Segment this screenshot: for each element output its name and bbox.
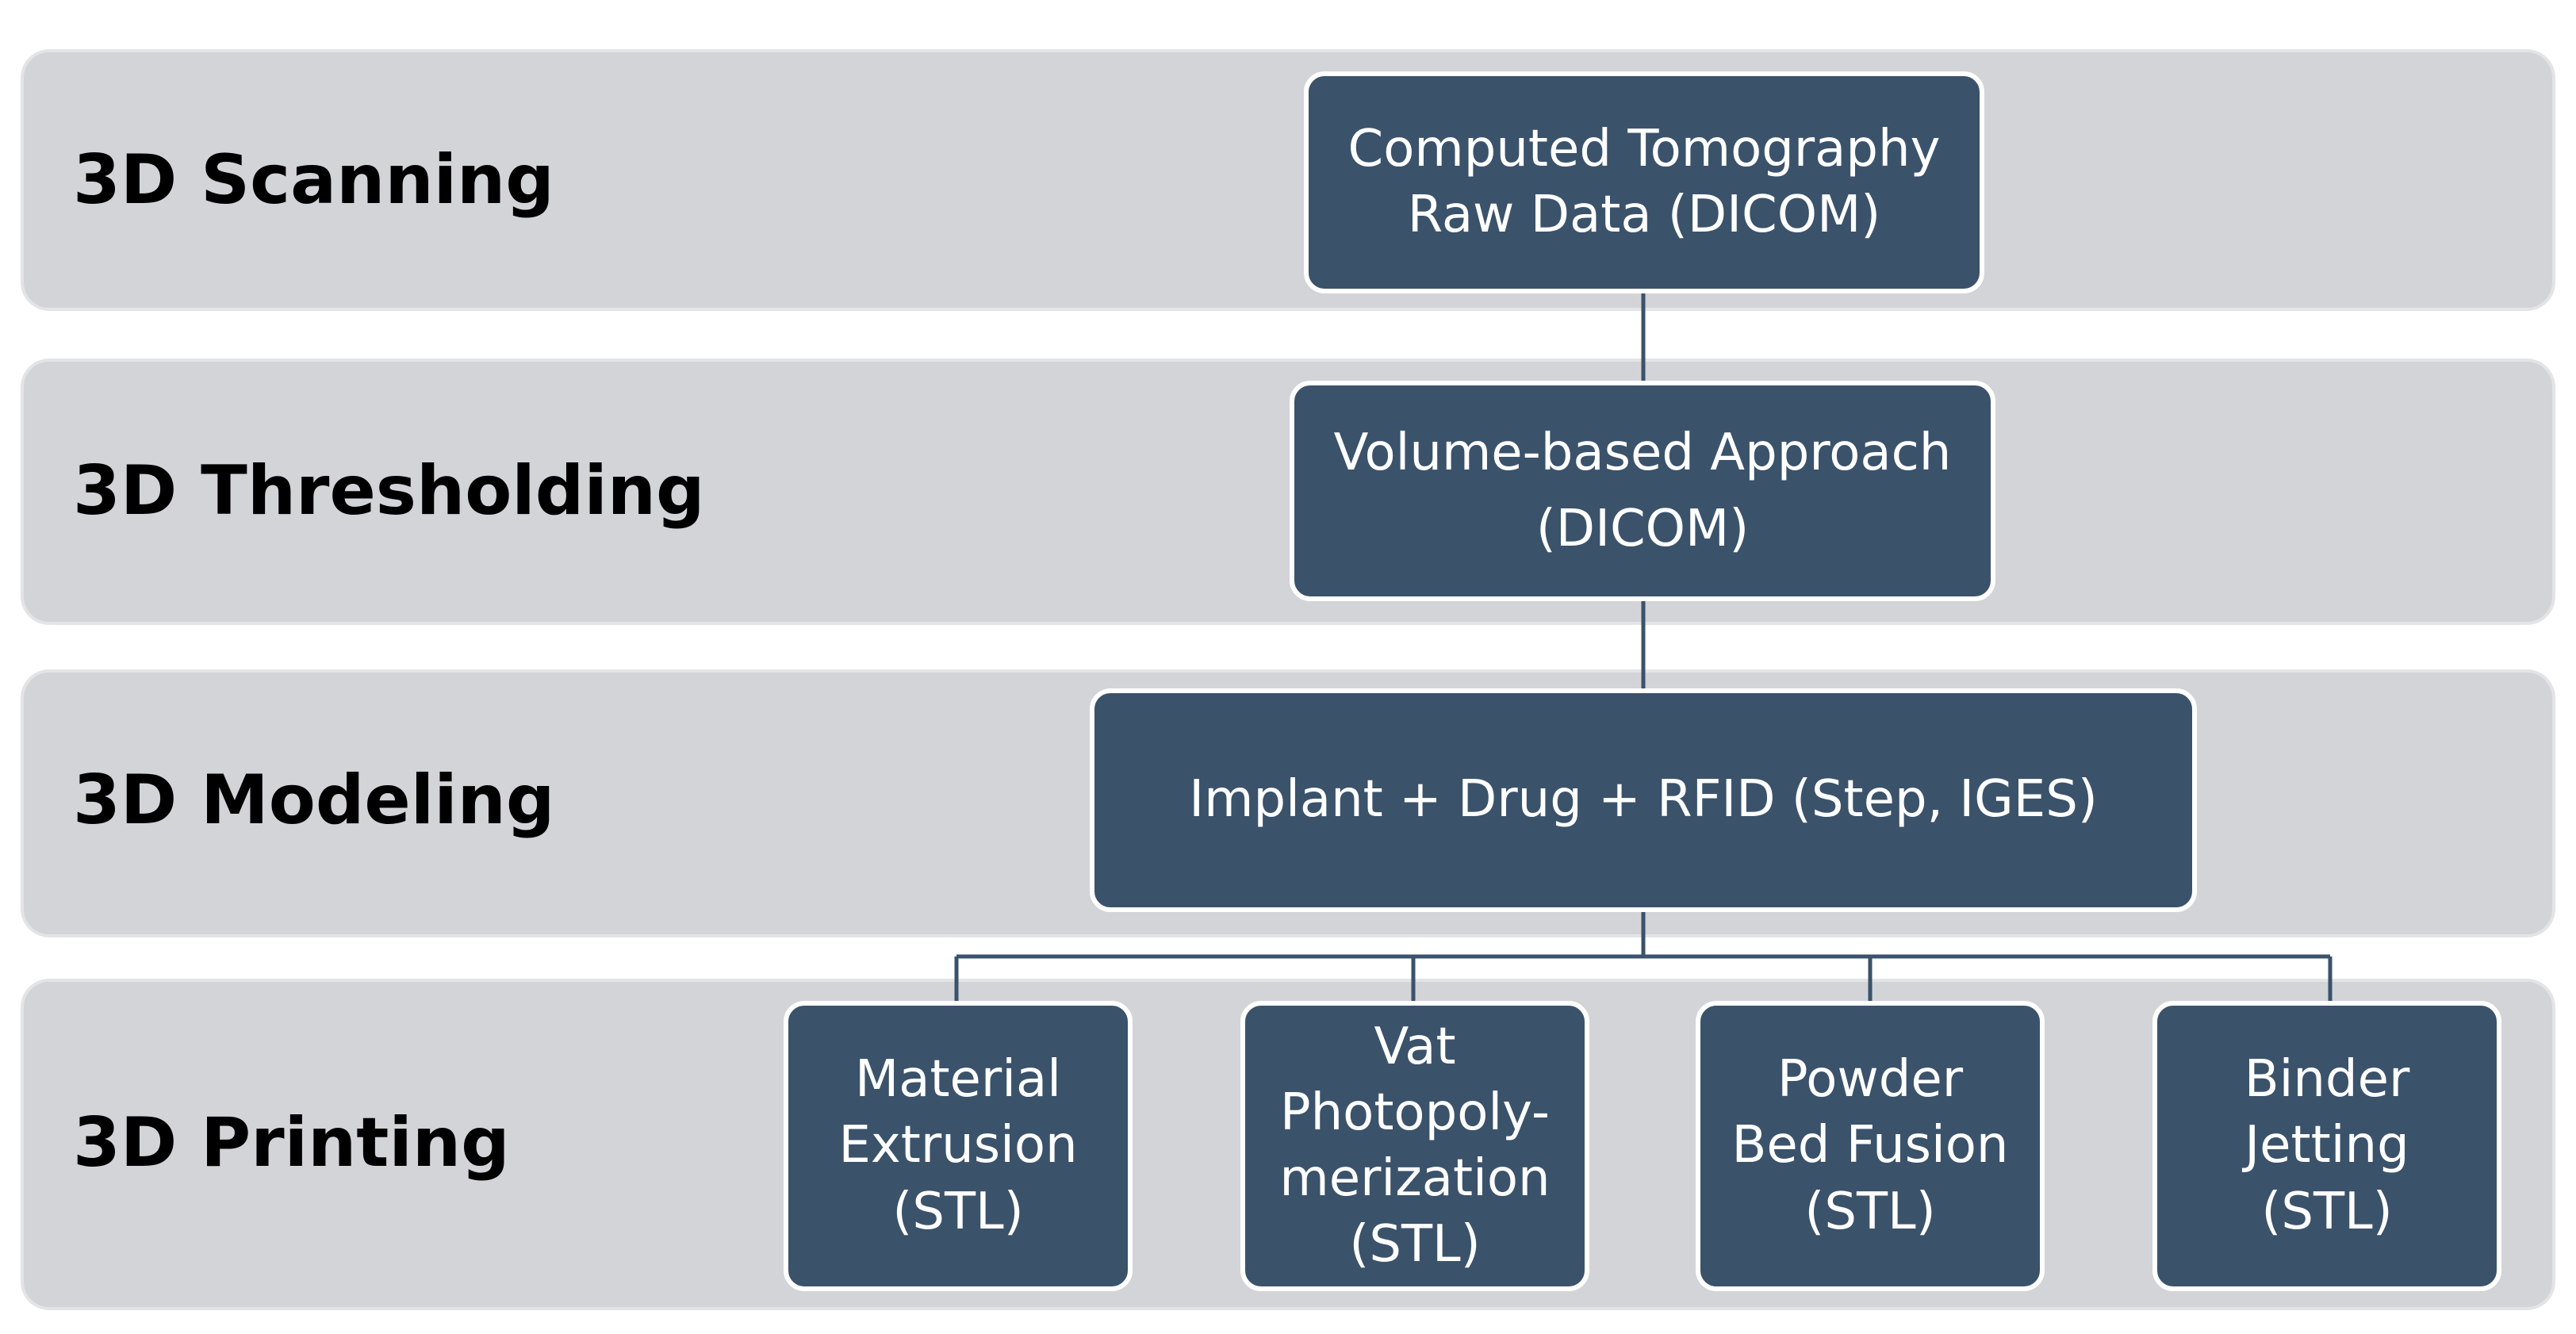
node-implant-drug-rfid: Implant + Drug + RFID (Step, IGES) <box>1090 688 2197 912</box>
stage-label-modeling: 3D Modeling <box>73 761 555 840</box>
node-material-extrusion: Material Extrusion (STL) <box>784 1001 1133 1291</box>
node-computed-tomography: Computed Tomography Raw Data (DICOM) <box>1304 71 1984 293</box>
node-volume-based-approach: Volume-based Approach (DICOM) <box>1290 381 1995 601</box>
stage-band-thresholding <box>24 362 2552 622</box>
node-vat-photopolymerization: Vat Photopoly- merization (STL) <box>1240 1001 1589 1291</box>
node-binder-jetting: Binder Jetting (STL) <box>2152 1001 2501 1291</box>
stage-label-thresholding: 3D Thresholding <box>73 451 705 531</box>
stage-band-scanning <box>24 52 2552 308</box>
stage-label-scanning: 3D Scanning <box>73 140 554 220</box>
stage-label-printing: 3D Printing <box>73 1103 510 1183</box>
node-powder-bed-fusion: Powder Bed Fusion (STL) <box>1696 1001 2045 1291</box>
